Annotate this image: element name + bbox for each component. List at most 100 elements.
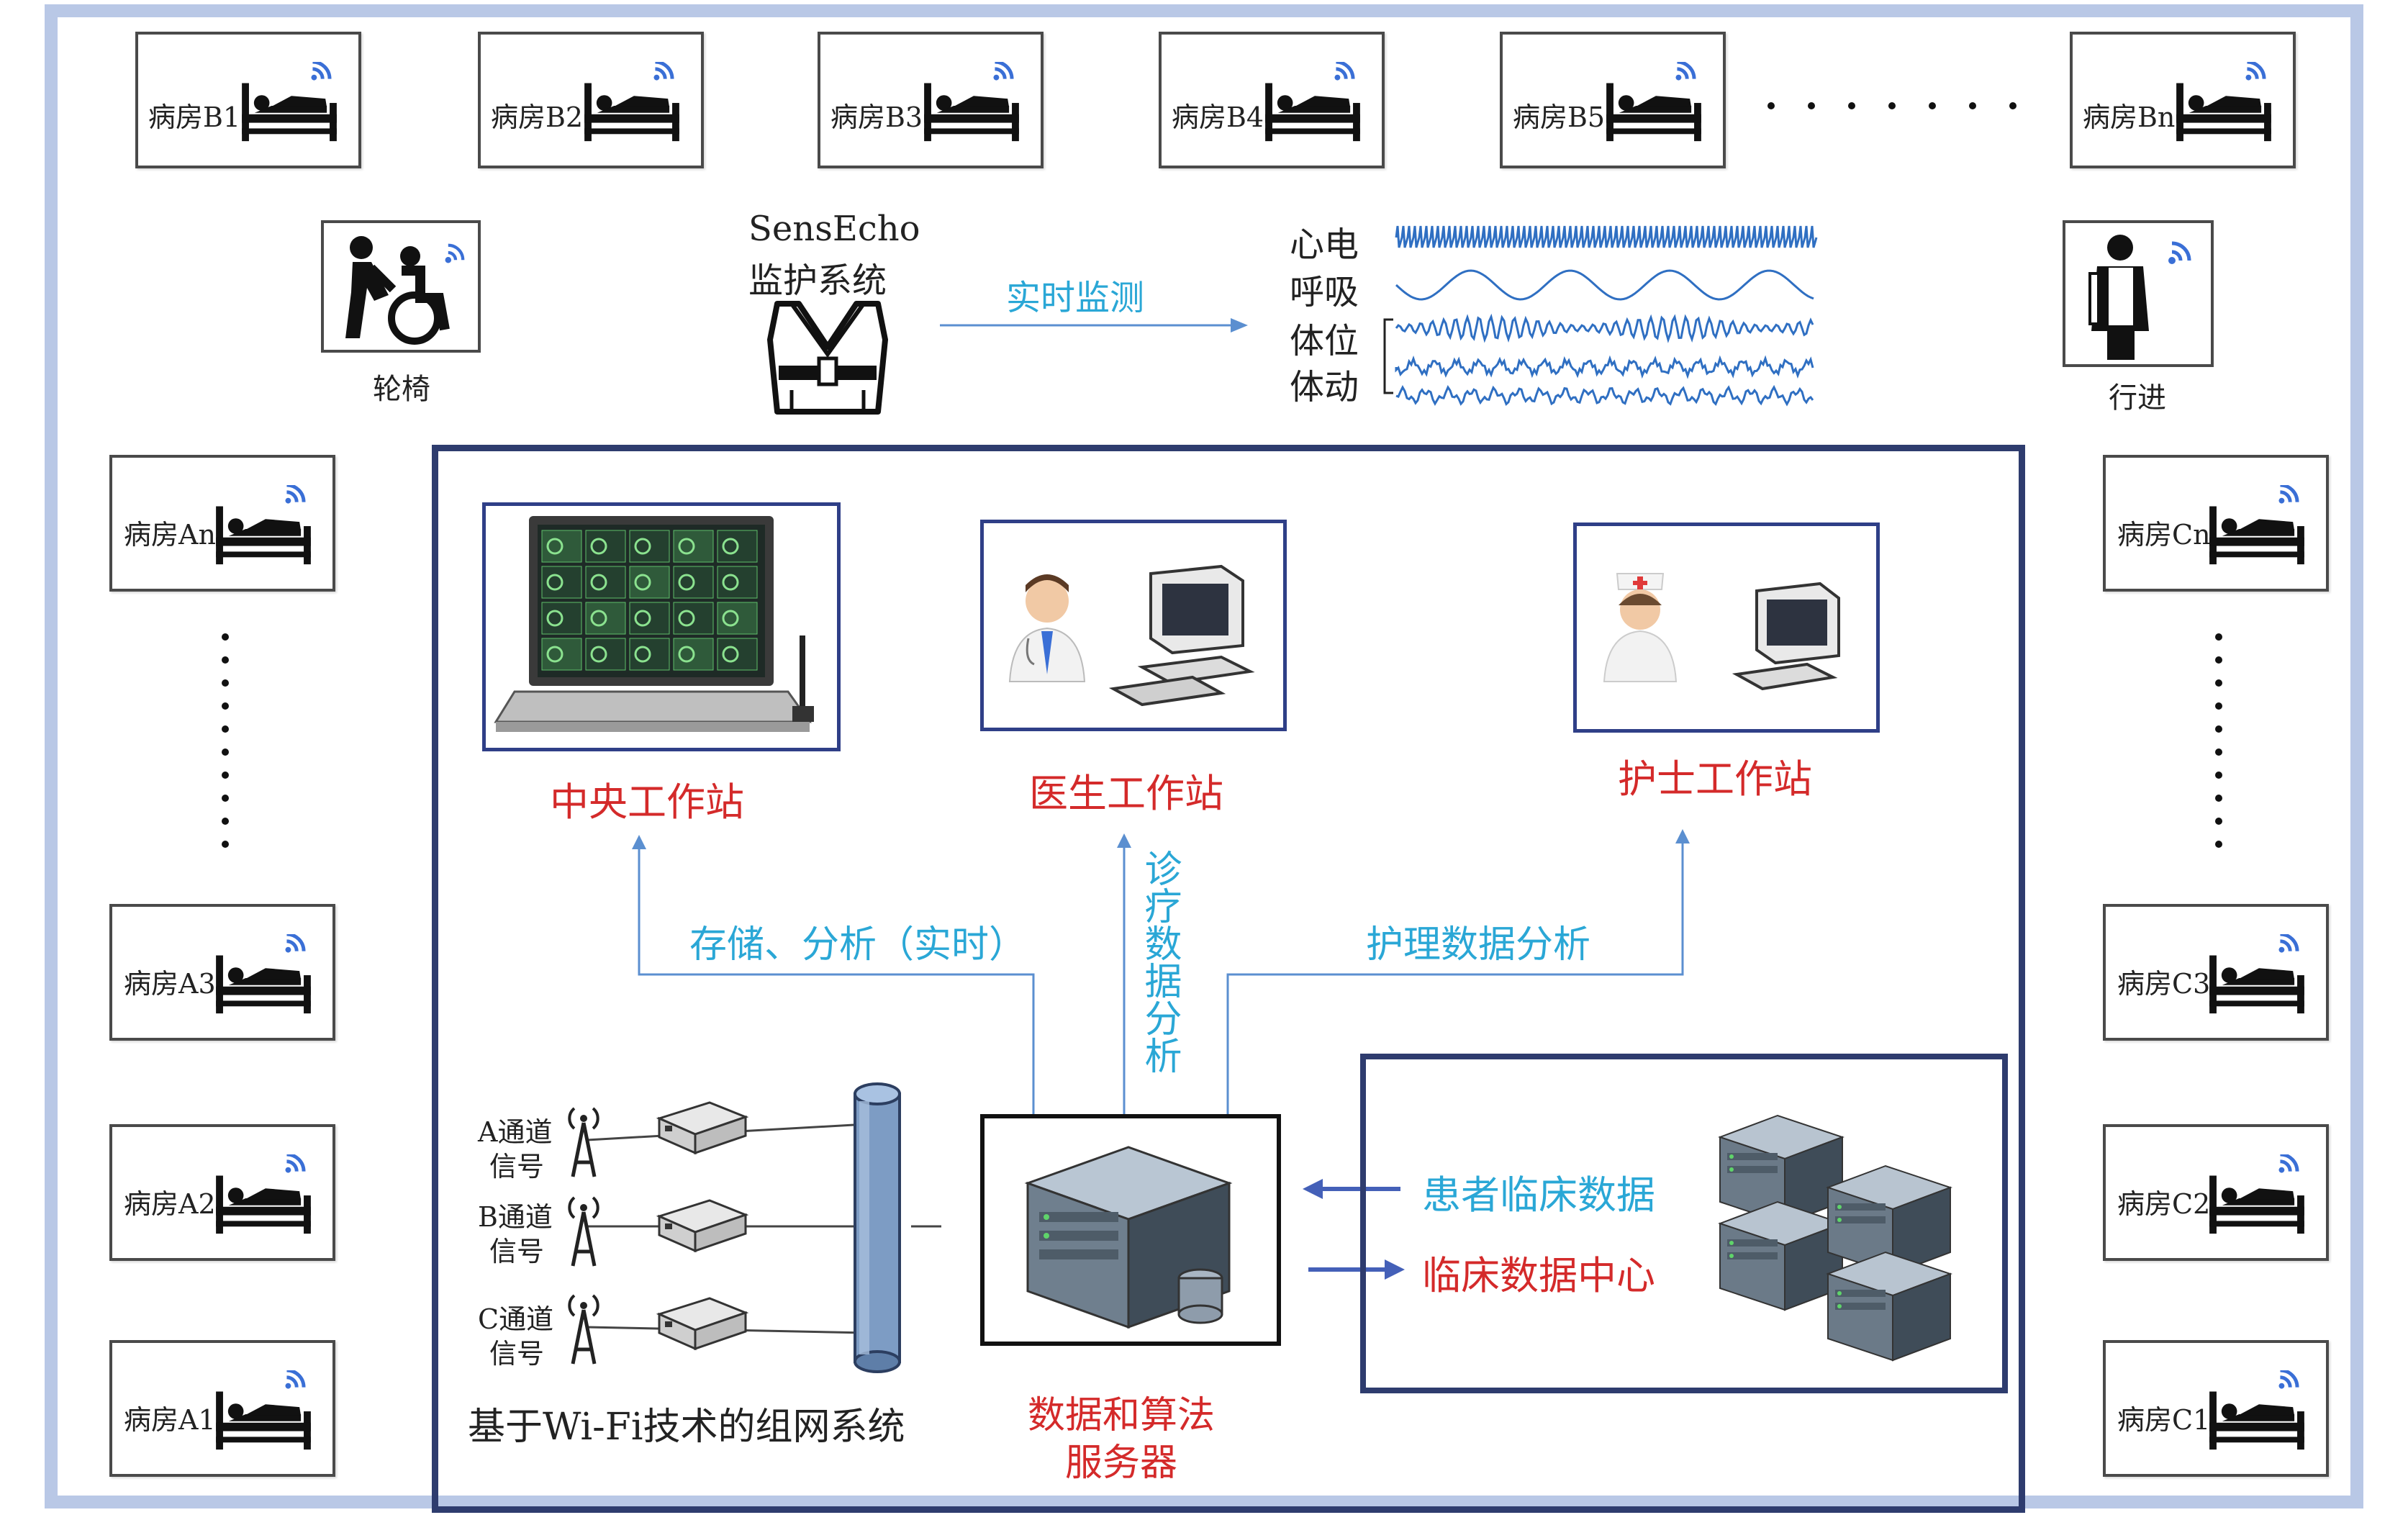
wheelchair-box (321, 220, 481, 353)
room-label: 病房A2 (124, 1188, 216, 1220)
room-label: 病房A3 (124, 968, 216, 1000)
antenna-b-icon (566, 1190, 602, 1270)
hospital-system-frame (432, 445, 2025, 1513)
room-c2: 病房C2 (2103, 1124, 2329, 1261)
monitor-gauge (590, 610, 607, 627)
router-a-icon (652, 1097, 753, 1162)
room-label: 病房B2 (491, 101, 584, 133)
channel-a-label-2: 信号 (489, 1151, 545, 1182)
monitor-gauge (678, 610, 695, 627)
room-label: 病房A1 (124, 1404, 216, 1436)
room-a3: 病房A3 (109, 904, 335, 1041)
room-b1: 病房B1 (135, 32, 361, 168)
central-station-label: 中央工作站 (550, 779, 744, 825)
room-label: 病房B5 (1513, 101, 1606, 133)
waveforms (1395, 225, 1818, 407)
signal-motion-label: 体动 (1290, 367, 1359, 407)
wheelchair-label: 轮椅 (373, 373, 430, 406)
room-b3: 病房B3 (818, 32, 1044, 168)
server-label-line2: 服务器 (1065, 1442, 1178, 1485)
system-name-line2: 监护系统 (748, 261, 887, 301)
monitor-gauge (546, 538, 563, 555)
monitor-gauge (546, 574, 563, 591)
channel-a-label-1: A通道 (478, 1116, 553, 1148)
room-label: 病房B3 (830, 101, 923, 133)
monitor-gauge (678, 574, 695, 591)
room-an: 病房An (109, 455, 335, 592)
realtime-label: 实时监测 (1006, 278, 1145, 318)
room-bn: 病房Bn (2070, 32, 2296, 168)
room-label: 病房C1 (2117, 1404, 2211, 1436)
room-label: 病房B1 (148, 101, 241, 133)
storage-analysis-label: 存储、分析（实时） (689, 923, 1027, 967)
room-label: 病房Cn (2117, 519, 2211, 551)
bracket-icon (1383, 318, 1393, 394)
monitor-gauge (590, 646, 607, 663)
room-cn: 病房Cn (2103, 455, 2329, 592)
nurse-station-box (1573, 522, 1880, 733)
diagnosis-analysis-label: 诊疗数据分析 (1133, 849, 1187, 1074)
room-label: 病房C3 (2117, 968, 2211, 1000)
walking-person-icon (2088, 235, 2211, 360)
room-label: 病房C2 (2117, 1188, 2211, 1220)
central-station-box (482, 502, 841, 751)
room-a1: 病房A1 (109, 1340, 335, 1477)
monitor-gauge (722, 574, 739, 591)
channel-b-label-1: B通道 (478, 1201, 553, 1233)
monitor-gauge (678, 538, 695, 555)
monitor-gauge (634, 574, 651, 591)
outer-frame (45, 4, 2363, 1508)
vest-icon (767, 301, 888, 415)
monitor-gauge (634, 538, 651, 555)
motion-wave-2 (1395, 384, 1814, 407)
realtime-arrow (940, 318, 1248, 332)
monitor-gauge (722, 610, 739, 627)
motion-wave-1 (1395, 355, 1814, 379)
monitor-gauge (590, 538, 607, 555)
nurse-workstation-icon (1603, 573, 1840, 691)
signal-ecg-label: 心电 (1290, 225, 1359, 265)
diagnosis-analysis-text: 诊疗数据分析 (1138, 849, 1181, 1074)
room-label: 病房Bn (2083, 101, 2176, 133)
monitor-gauge (722, 538, 739, 555)
system-name-line1: SensEcho (748, 209, 920, 249)
server-rack-icon (1719, 1115, 1951, 1361)
room-b5: 病房B5 (1500, 32, 1726, 168)
antenna-c-icon (566, 1288, 602, 1367)
monitor-gauge (678, 646, 695, 663)
laptop-icon (494, 516, 814, 732)
doctor-workstation-icon (1008, 564, 1255, 707)
signal-resp-label: 呼吸 (1290, 272, 1359, 312)
room-c3: 病房C3 (2103, 904, 2329, 1041)
monitor-gauge (590, 574, 607, 591)
monitor-gauge (634, 646, 651, 663)
room-label: 病房B4 (1172, 101, 1264, 133)
room-c1: 病房C1 (2103, 1340, 2329, 1477)
antenna-a-icon (566, 1101, 602, 1180)
walking-label: 行进 (2109, 381, 2166, 415)
respiration-wave (1395, 269, 1814, 301)
clinical-data-center-frame (1360, 1054, 2008, 1393)
channel-c-label-1: C通道 (478, 1303, 554, 1335)
wheelchair-icon (345, 236, 478, 345)
router-b-icon (652, 1195, 753, 1259)
server-label-line1: 数据和算法 (1028, 1394, 1216, 1437)
room-b2: 病房B2 (478, 32, 704, 168)
network-backbone-icon (854, 1082, 901, 1373)
channel-b-label-2: 信号 (489, 1236, 545, 1267)
channel-c-label-2: 信号 (489, 1338, 545, 1370)
server-icon (1024, 1146, 1233, 1329)
walking-box (2063, 220, 2214, 367)
server-box (980, 1114, 1281, 1346)
nursing-analysis-label: 护理数据分析 (1366, 923, 1591, 967)
posture-wave (1395, 313, 1814, 343)
clinical-data-center-label: 临床数据中心 (1422, 1253, 1655, 1298)
patient-clinical-data-label: 患者临床数据 (1422, 1172, 1655, 1218)
monitor-gauge (546, 646, 563, 663)
doctor-station-box (980, 520, 1287, 731)
room-a2: 病房A2 (109, 1124, 335, 1261)
router-c-icon (652, 1293, 753, 1357)
doctor-station-label: 医生工作站 (1029, 771, 1223, 816)
room-label: 病房An (124, 519, 216, 551)
ecg-wave (1395, 225, 1818, 248)
